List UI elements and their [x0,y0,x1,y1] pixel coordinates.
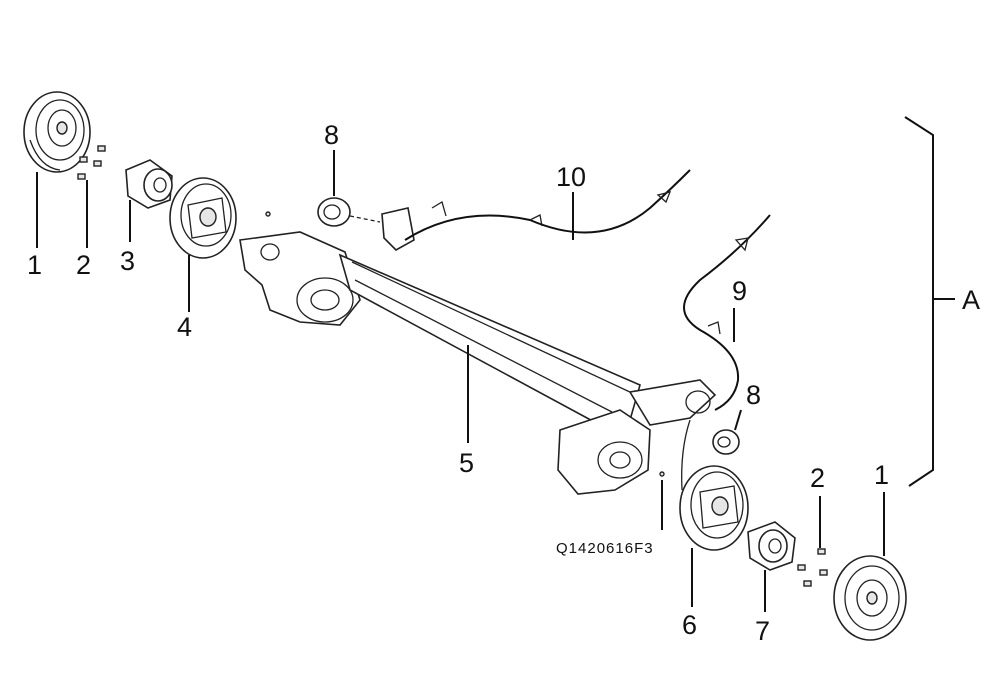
bushing-right [712,429,740,455]
parking-brake-cable-lower [683,214,771,411]
leader-lines [36,150,885,612]
brake-drum-right [833,555,907,641]
callout-3: 3 [120,246,135,276]
backing-plate-left [169,177,237,259]
assembly-bracket [904,116,955,487]
callout-1-left: 1 [27,250,42,280]
callout-1-right: 1 [874,460,889,490]
callout-9: 9 [732,276,747,306]
figure-code: Q1420616F3 [556,540,654,557]
parking-brake-cable-upper [404,169,691,241]
wheel-bolts-right [797,548,828,587]
callout-assembly: A [962,285,980,315]
backing-plate-right [679,465,749,551]
brake-drum-left [23,91,91,173]
hub-bearing-right [747,521,796,571]
callout-8-top: 8 [324,120,339,150]
rear-axle-beam [239,231,717,495]
callout-7: 7 [755,616,770,646]
callout-8-right: 8 [746,380,761,410]
wheel-bolts-left [77,145,106,180]
callout-5: 5 [459,448,474,478]
callout-10: 10 [556,162,586,192]
callout-6: 6 [682,610,697,640]
hub-bearing-left [125,159,173,209]
bushing-top [317,197,415,251]
callout-2-left: 2 [76,250,91,280]
callout-2-right: 2 [810,463,825,493]
callout-4: 4 [177,312,192,342]
